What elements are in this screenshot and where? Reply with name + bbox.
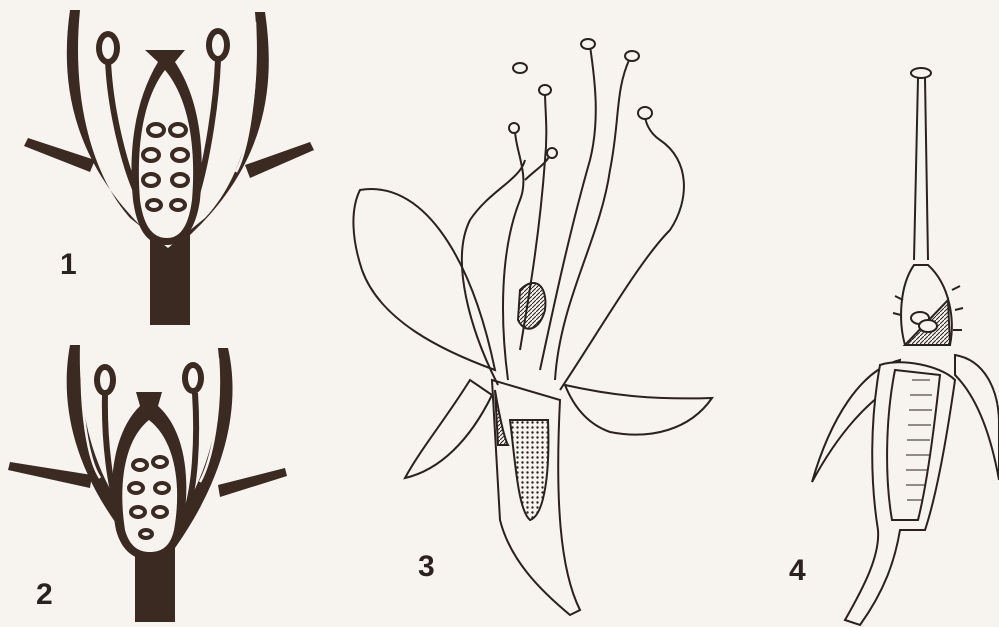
figure-label-2: 2 <box>36 580 53 610</box>
petal-right-3 <box>565 385 712 435</box>
sepal-right-1 <box>245 142 314 178</box>
flower-section-4 <box>812 68 999 625</box>
figure-label-4: 4 <box>789 556 806 586</box>
figure-label-3: 3 <box>418 552 435 582</box>
flower-section-3 <box>353 39 712 615</box>
figure-label-1: 1 <box>60 250 77 280</box>
